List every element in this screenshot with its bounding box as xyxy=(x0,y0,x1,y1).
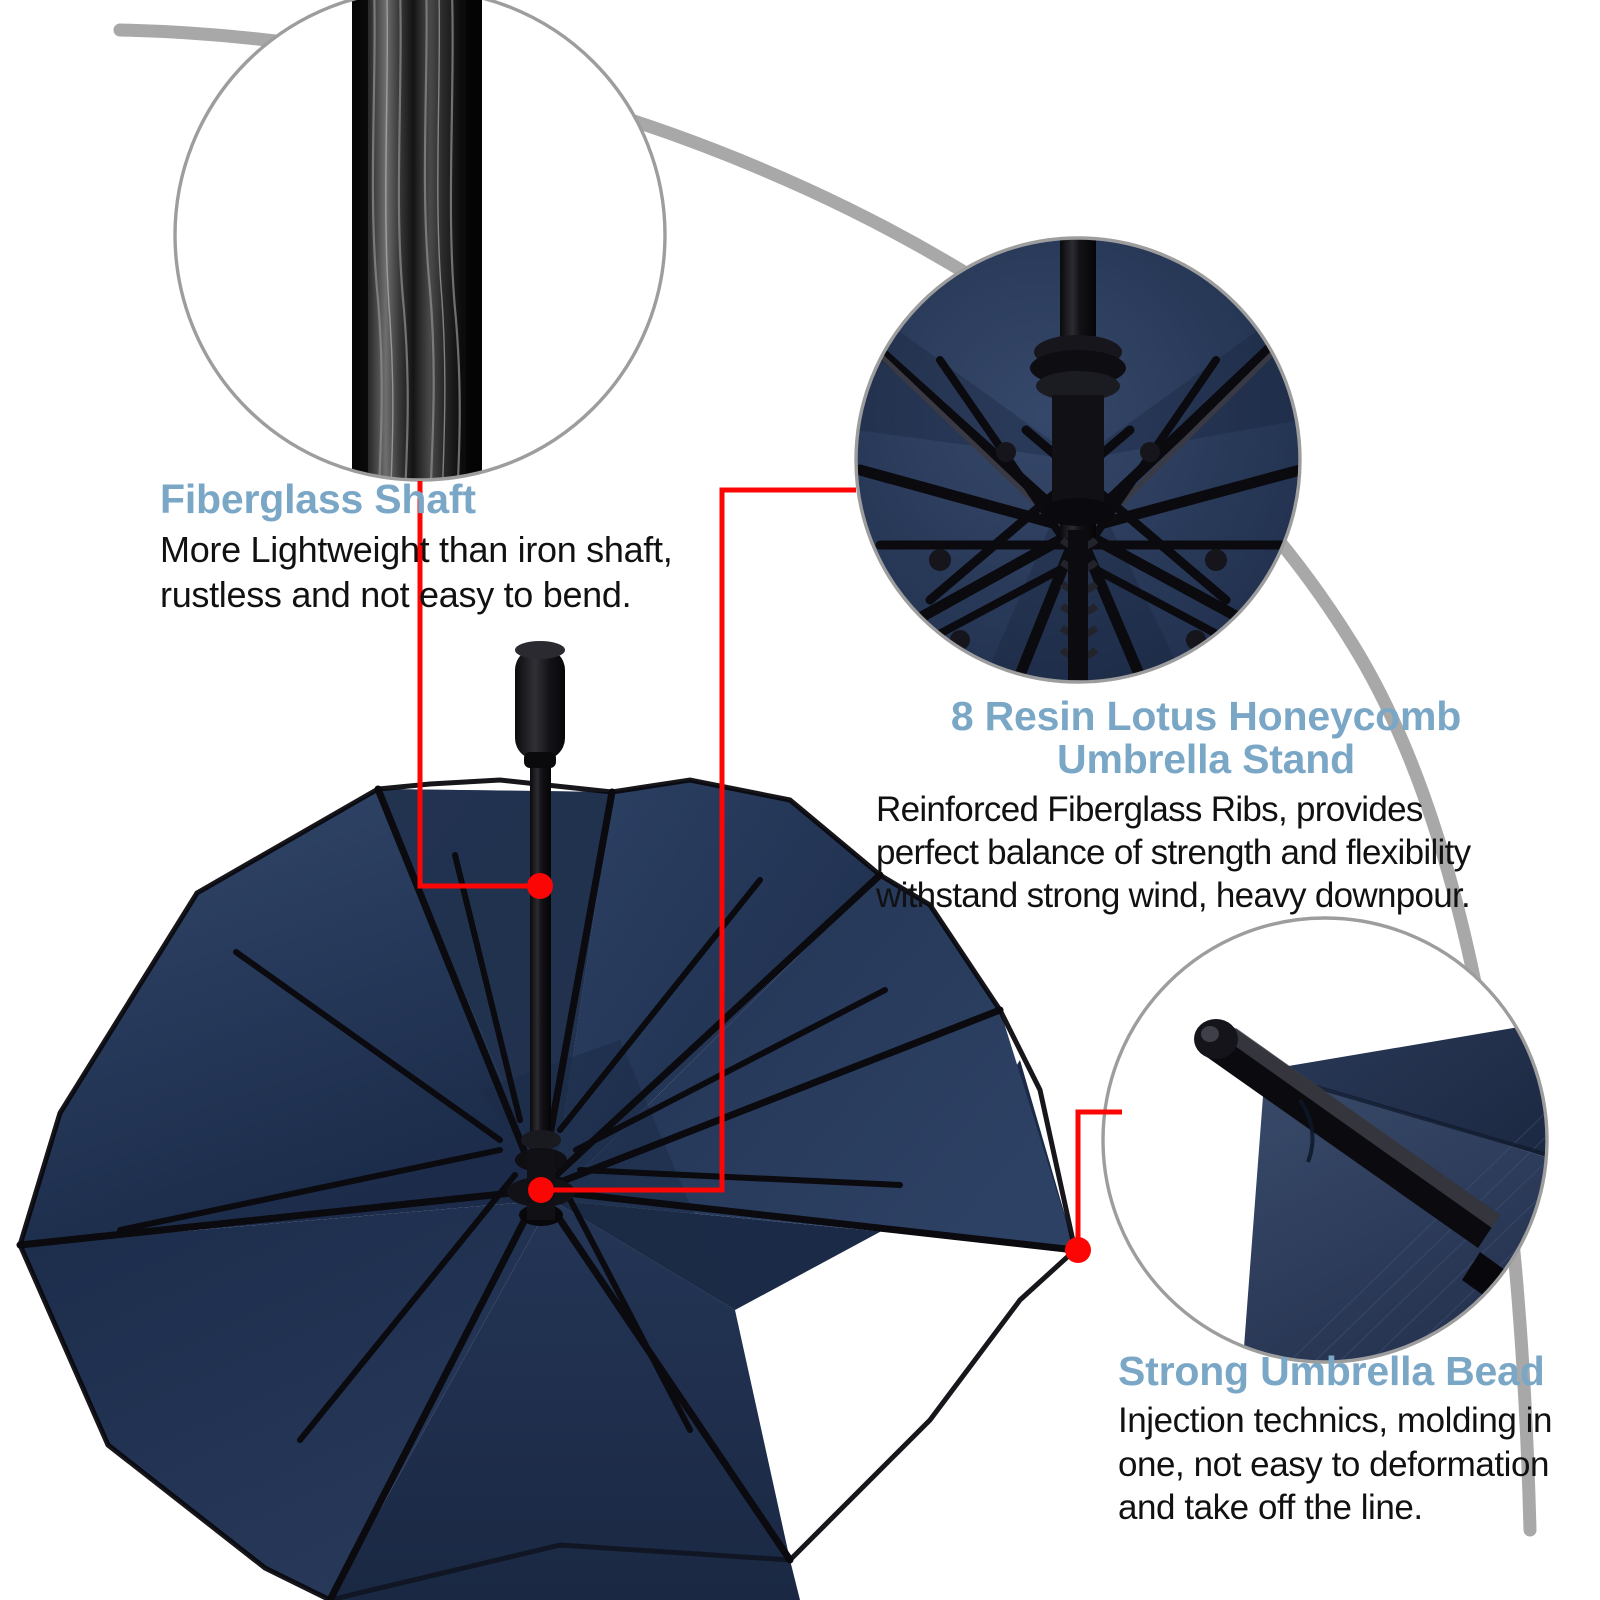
main-umbrella-illustration xyxy=(16,641,1079,1600)
feature-heading-umbrella-stand: 8 Resin Lotus Honeycomb Umbrella Stand xyxy=(950,693,1462,783)
feature-heading-umbrella-bead: Strong Umbrella Bead xyxy=(1118,1348,1545,1394)
feature-block-umbrella-bead: Strong Umbrella Bead Injection technics,… xyxy=(1118,1348,1588,1529)
feature-heading-fiberglass-shaft: Fiberglass Shaft xyxy=(160,476,476,522)
leader-shaft xyxy=(417,481,535,889)
leader-dot-stand xyxy=(528,1177,554,1203)
leader-lines xyxy=(417,481,1122,1263)
leader-dot-shaft xyxy=(527,873,553,899)
feature-body-fiberglass-shaft: More Lightweight than iron shaft, rustle… xyxy=(160,529,673,615)
feature-body-umbrella-stand: Reinforced Fiberglass Ribs, provides per… xyxy=(876,789,1471,915)
leader-dot-bead xyxy=(1065,1237,1091,1263)
callout-ring-shaft xyxy=(173,0,667,482)
feature-body-umbrella-bead: Injection technics, molding in one, not … xyxy=(1118,1401,1552,1527)
feature-block-umbrella-stand: 8 Resin Lotus Honeycomb Umbrella Stand R… xyxy=(876,693,1536,917)
umbrella-handle xyxy=(515,641,565,768)
feature-block-fiberglass-shaft: Fiberglass Shaft More Lightweight than i… xyxy=(160,476,780,617)
umbrella-ribs xyxy=(16,777,1079,1600)
callout-umbrella-stand xyxy=(856,238,1300,682)
leader-bead xyxy=(1075,1109,1122,1243)
umbrella-shaft xyxy=(530,700,551,1190)
callout-ring-bead xyxy=(1101,916,1549,1364)
callout-fiberglass-shaft xyxy=(175,0,665,480)
callout-ring-stand xyxy=(854,236,1302,684)
hub-collar xyxy=(1030,335,1126,526)
leader-stand xyxy=(548,487,856,1193)
